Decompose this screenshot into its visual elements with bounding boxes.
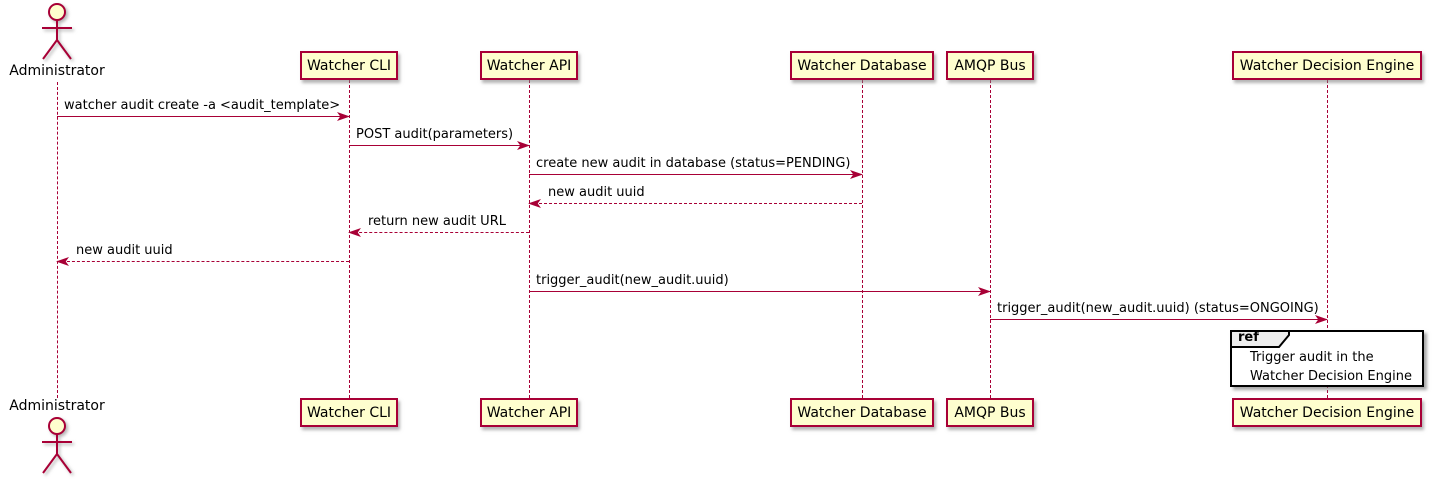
lifeline-watcher-database bbox=[862, 80, 863, 398]
message-label: watcher audit create -a <audit_template> bbox=[64, 98, 341, 113]
arrowhead-right-icon bbox=[337, 112, 350, 121]
participant-watcher-api-bottom: Watcher API bbox=[480, 398, 578, 427]
participant-label: Watcher Decision Engine bbox=[1239, 57, 1415, 74]
participant-label: Watcher CLI bbox=[306, 404, 392, 421]
arrowhead-left-icon bbox=[348, 228, 361, 237]
arrowhead-left-icon bbox=[56, 257, 69, 266]
message-audit-create: watcher audit create -a <audit_template> bbox=[57, 95, 350, 121]
actor-name-bottom: Administrator bbox=[9, 398, 105, 414]
message-label: trigger_audit(new_audit.uuid) bbox=[536, 273, 729, 288]
ref-tab-shape-icon bbox=[1230, 330, 1290, 348]
lifeline-amqp-bus bbox=[990, 80, 991, 398]
message-label: trigger_audit(new_audit.uuid) (status=ON… bbox=[997, 301, 1319, 316]
ref-fragment: ref Trigger audit in the Watcher Decisio… bbox=[1230, 330, 1424, 387]
lifeline-administrator bbox=[57, 82, 58, 398]
arrowhead-right-icon bbox=[850, 170, 863, 179]
participant-watcher-decision-engine-top: Watcher Decision Engine bbox=[1232, 51, 1422, 80]
arrowhead-left-icon bbox=[528, 199, 541, 208]
participant-amqp-bus-bottom: AMQP Bus bbox=[946, 398, 1034, 427]
message-trigger-audit: trigger_audit(new_audit.uuid) bbox=[529, 270, 991, 296]
ref-text: Trigger audit in the Watcher Decision En… bbox=[1232, 332, 1422, 386]
arrowhead-right-icon bbox=[1315, 315, 1328, 324]
actor-icon bbox=[42, 417, 72, 474]
arrowhead-right-icon bbox=[978, 287, 991, 296]
message-new-audit-uuid-db: new audit uuid bbox=[528, 182, 862, 208]
ref-tab: ref bbox=[1230, 330, 1294, 353]
participant-watcher-database-bottom: Watcher Database bbox=[790, 398, 934, 427]
arrowhead-right-icon bbox=[517, 141, 530, 150]
message-label: new audit uuid bbox=[76, 243, 173, 258]
participant-watcher-decision-engine-bottom: Watcher Decision Engine bbox=[1232, 398, 1422, 427]
message-label: POST audit(parameters) bbox=[356, 127, 514, 142]
message-label: new audit uuid bbox=[548, 185, 645, 200]
lifeline-watcher-decision-engine bbox=[1327, 80, 1328, 398]
participant-label: Watcher Database bbox=[797, 404, 927, 421]
actor-name-top: Administrator bbox=[9, 63, 105, 79]
message-label: create new audit in database (status=PEN… bbox=[536, 156, 851, 171]
participant-label: Watcher Decision Engine bbox=[1239, 404, 1415, 421]
message-create-audit-db: create new audit in database (status=PEN… bbox=[529, 153, 863, 179]
message-post-audit: POST audit(parameters) bbox=[349, 124, 530, 150]
participant-label: AMQP Bus bbox=[954, 404, 1026, 421]
ref-keyword: ref bbox=[1238, 330, 1259, 345]
lifeline-watcher-cli bbox=[349, 80, 350, 398]
participant-watcher-database-top: Watcher Database bbox=[790, 51, 934, 80]
message-trigger-audit-ongoing: trigger_audit(new_audit.uuid) (status=ON… bbox=[990, 298, 1328, 324]
message-new-audit-uuid-admin: new audit uuid bbox=[56, 240, 349, 266]
participant-watcher-cli-bottom: Watcher CLI bbox=[300, 398, 398, 427]
participant-label: Watcher Database bbox=[797, 57, 927, 74]
participant-watcher-cli-top: Watcher CLI bbox=[300, 51, 398, 80]
ref-text-line1: Trigger audit in the bbox=[1250, 350, 1374, 365]
participant-label: Watcher API bbox=[486, 57, 572, 74]
actor-icon bbox=[42, 3, 72, 60]
participant-watcher-api-top: Watcher API bbox=[480, 51, 578, 80]
message-label: return new audit URL bbox=[368, 214, 506, 229]
message-return-audit-url: return new audit URL bbox=[348, 211, 529, 237]
participant-label: Watcher CLI bbox=[306, 57, 392, 74]
participant-label: AMQP Bus bbox=[954, 57, 1026, 74]
lifeline-watcher-api bbox=[529, 80, 530, 398]
participant-label: Watcher API bbox=[486, 404, 572, 421]
participant-amqp-bus-top: AMQP Bus bbox=[946, 51, 1034, 80]
ref-text-line2: Watcher Decision Engine bbox=[1250, 369, 1412, 384]
